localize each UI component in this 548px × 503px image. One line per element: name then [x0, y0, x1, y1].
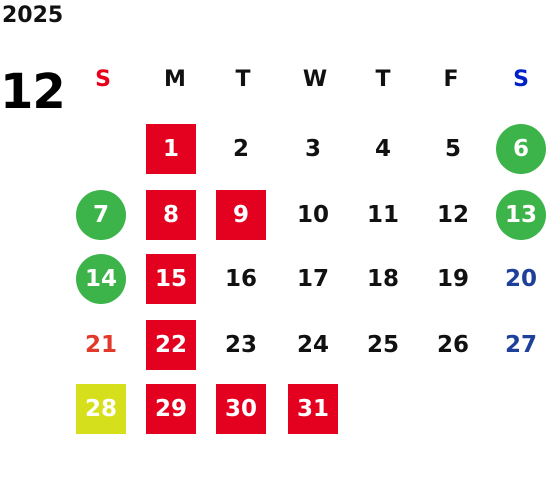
day-cell-23[interactable]: 23 [224, 332, 257, 358]
weekday-header: S M T W T F S [68, 60, 548, 100]
weekday-friday: F [443, 67, 459, 92]
day-cell-30[interactable]: 30 [216, 384, 266, 434]
month-number: 12 [0, 64, 66, 120]
day-cell-16[interactable]: 16 [224, 266, 257, 292]
day-cell-22[interactable]: 22 [146, 320, 196, 370]
day-cell-20[interactable]: 20 [504, 266, 537, 292]
weekday-thursday: T [375, 67, 391, 92]
day-cell-31[interactable]: 31 [288, 384, 338, 434]
day-cell-8[interactable]: 8 [146, 190, 196, 240]
day-cell-17[interactable]: 17 [296, 266, 329, 292]
day-cell-18[interactable]: 18 [366, 266, 399, 292]
day-cell-6[interactable]: 6 [496, 124, 546, 174]
day-cell-3[interactable]: 3 [304, 136, 321, 162]
day-cell-2[interactable]: 2 [232, 136, 249, 162]
weekday-sunday: S [95, 67, 111, 92]
day-cell-26[interactable]: 26 [436, 332, 469, 358]
day-cell-19[interactable]: 19 [436, 266, 469, 292]
day-cell-1[interactable]: 1 [146, 124, 196, 174]
day-cell-28[interactable]: 28 [76, 384, 126, 434]
day-cell-10[interactable]: 10 [296, 202, 329, 228]
weekday-tuesday: T [235, 67, 251, 92]
day-cell-12[interactable]: 12 [436, 202, 469, 228]
day-cell-14[interactable]: 14 [76, 254, 126, 304]
day-cell-24[interactable]: 24 [296, 332, 329, 358]
day-cell-15[interactable]: 15 [146, 254, 196, 304]
weekday-wednesday: W [302, 67, 328, 92]
weekday-saturday: S [513, 67, 529, 92]
day-cell-7[interactable]: 7 [76, 190, 126, 240]
day-cell-27[interactable]: 27 [504, 332, 537, 358]
day-cell-21[interactable]: 21 [84, 332, 117, 358]
day-cell-29[interactable]: 29 [146, 384, 196, 434]
day-cell-11[interactable]: 11 [366, 202, 399, 228]
day-cell-4[interactable]: 4 [374, 136, 391, 162]
weekday-monday: M [164, 67, 186, 92]
day-cell-9[interactable]: 9 [216, 190, 266, 240]
day-cell-25[interactable]: 25 [366, 332, 399, 358]
day-cell-5[interactable]: 5 [444, 136, 461, 162]
year-label: 2025 [2, 3, 64, 28]
day-cell-13[interactable]: 13 [496, 190, 546, 240]
